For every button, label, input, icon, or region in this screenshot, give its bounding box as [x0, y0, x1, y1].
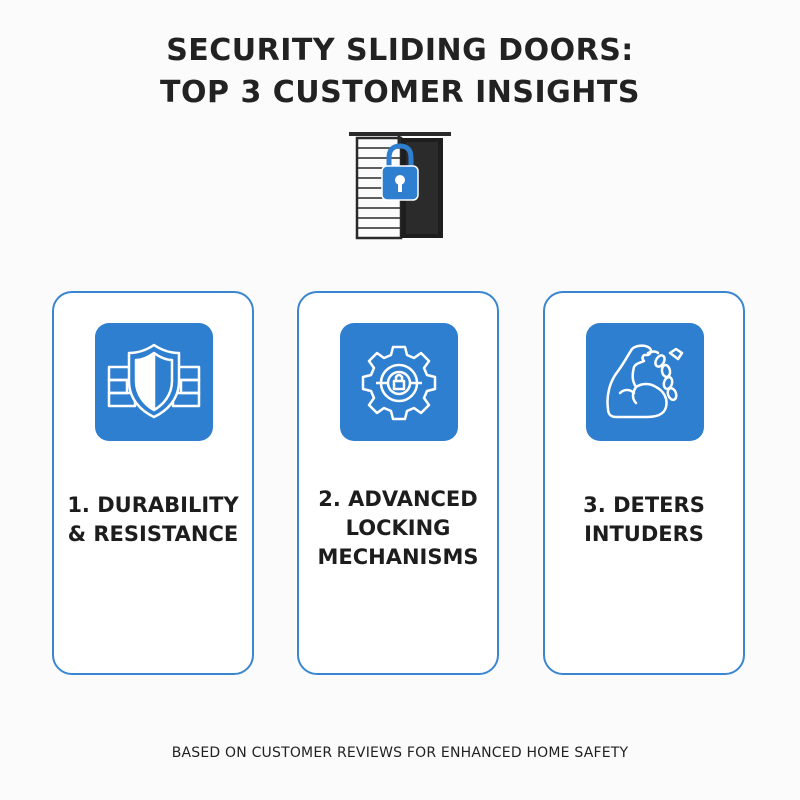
- insight-card-durability: 1. DURABILITY & RESISTANCE: [52, 291, 254, 675]
- card-title-line-1: 2. ADVANCED: [318, 487, 478, 511]
- card-title: 2. ADVANCED LOCKING MECHANISMS: [307, 485, 489, 572]
- footer-note: BASED ON CUSTOMER REVIEWS FOR ENHANCED H…: [171, 745, 629, 761]
- flexed-arm-chain-icon: [586, 323, 704, 441]
- shield-wall-icon: [95, 323, 213, 441]
- card-title-line-1: 3. DETERS: [583, 493, 705, 517]
- insight-card-deters: 3. DETERS INTUDERS: [543, 291, 745, 675]
- title-line-2: TOP 3 CUSTOMER INSIGHTS: [160, 75, 640, 110]
- card-title-line-2: LOCKING: [345, 516, 451, 540]
- title-line-1: SECURITY SLIDING DOORS:: [166, 33, 634, 68]
- card-title-line-2: INTUDERS: [584, 522, 704, 546]
- card-title: 3. DETERS INTUDERS: [553, 491, 735, 549]
- card-title-line-2: & RESISTANCE: [67, 522, 239, 546]
- page-title: SECURITY SLIDING DOORS: TOP 3 CUSTOMER I…: [0, 30, 800, 114]
- gear-lock-icon: [340, 323, 458, 441]
- sliding-door-padlock-icon: [340, 128, 460, 244]
- insight-card-locking: 2. ADVANCED LOCKING MECHANISMS: [297, 291, 499, 675]
- card-title: 1. DURABILITY & RESISTANCE: [62, 491, 244, 549]
- card-title-line-1: 1. DURABILITY: [67, 493, 239, 517]
- card-title-line-3: MECHANISMS: [317, 545, 479, 569]
